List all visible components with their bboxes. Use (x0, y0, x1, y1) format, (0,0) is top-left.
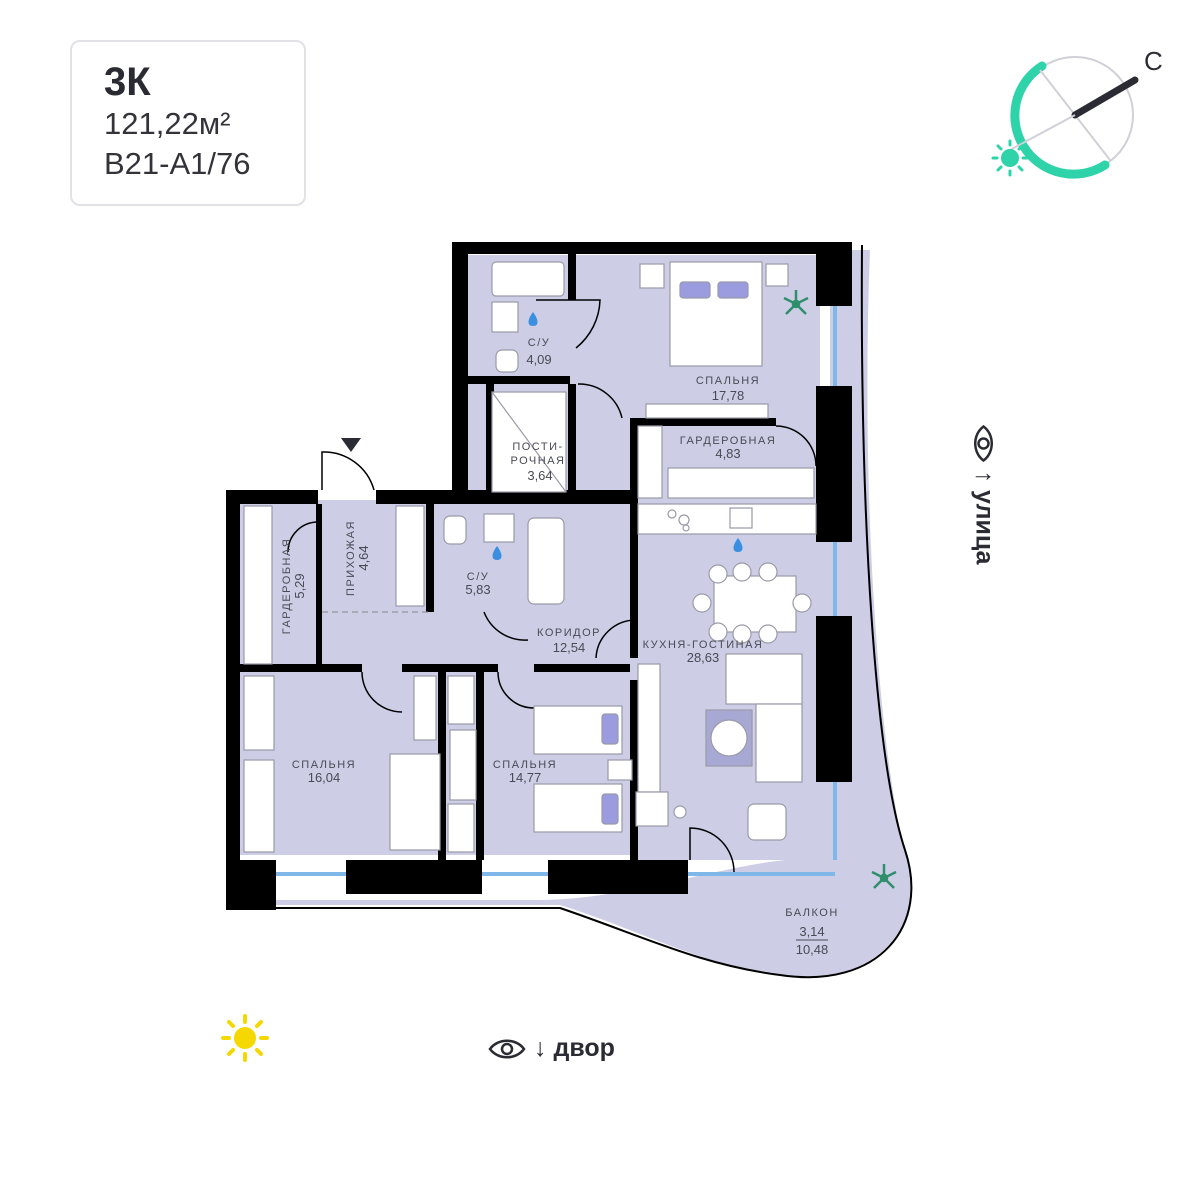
plant-icons (783, 290, 897, 889)
bath1-name: С/У (528, 337, 551, 349)
corridor-area: 12,54 (553, 640, 586, 655)
bedroom-mid-area: 14,77 (509, 770, 542, 785)
kitchen-sink-icon (729, 507, 753, 529)
hall-name: ПРИХОЖАЯ (345, 520, 357, 596)
doors (287, 299, 817, 873)
bathtub-icon (527, 517, 565, 605)
compass-sun-icon (991, 139, 1029, 177)
bedroom-left-area: 16,04 (308, 770, 341, 785)
hall-wardrobe (395, 505, 425, 607)
balcony-name: БАЛКОН (785, 907, 839, 919)
nightstand (765, 263, 789, 287)
linen-name-1: ПОСТИ- (512, 441, 563, 453)
sink-icon (491, 301, 519, 333)
double-bed-icon (669, 261, 763, 367)
kitchen-name: КУХНЯ-ГОСТИНАЯ (643, 639, 764, 651)
bedroom-mid-name: СПАЛЬНЯ (493, 759, 557, 771)
kitchen-area: 28,63 (687, 650, 720, 665)
bath2-area: 5,83 (465, 582, 490, 597)
bedroom-main-name: СПАЛЬНЯ (696, 375, 760, 387)
apartment-code: В21-А1/76 (104, 146, 251, 181)
wardrobe-shelves (243, 505, 273, 665)
balcony-area-1: 3,14 (799, 924, 824, 939)
view-street: ↑ улица (970, 385, 999, 605)
kitchen-counter (637, 503, 817, 535)
eye-icon (488, 1039, 526, 1058)
view-yard: ↓ двор (488, 1034, 615, 1063)
corridor-name: КОРИДОР (537, 627, 601, 639)
eye-icon (974, 425, 994, 463)
balcony-outline (228, 244, 913, 979)
view-street-label: ↑ улица (970, 470, 999, 565)
compass-needle-tail (1009, 114, 1076, 151)
bedroom-main-area: 17,78 (712, 388, 745, 403)
view-yard-label: ↓ двор (534, 1034, 615, 1062)
room-labels: С/У 4,09 СПАЛЬНЯ 17,78 ПОСТИ- РОЧНАЯ 3,6… (281, 337, 839, 957)
bathtub-icon (491, 261, 565, 297)
bed-sofa (389, 753, 441, 851)
balcony-area-2: 10,48 (796, 942, 829, 957)
toilet-icon (495, 349, 519, 373)
floor-plan: С/У 4,09 СПАЛЬНЯ 17,78 ПОСТИ- РОЧНАЯ 3,6… (226, 242, 913, 979)
compass-needle (1071, 76, 1139, 119)
wardrobe-main-area: 4,83 (715, 446, 740, 461)
armchair-icon (747, 803, 787, 841)
bedroom-left-name: СПАЛЬНЯ (292, 759, 356, 771)
bedroom-dresser (645, 403, 769, 419)
linen-area: 3,64 (527, 468, 552, 483)
water-drop-icons (492, 312, 743, 560)
sun-icon (221, 1014, 269, 1062)
bath1-area: 4,09 (526, 352, 551, 367)
compass-sun-arc (1010, 61, 1110, 179)
toilet-icon (443, 515, 467, 545)
wardrobe-main-name: ГАРДЕРОБНАЯ (680, 435, 777, 447)
sink-icon (483, 513, 515, 543)
wardrobe-left-name: ГАРДЕРОБНАЯ (281, 538, 293, 635)
wardrobe-left-area: 5,29 (292, 573, 307, 598)
linen-name-2: РОЧНАЯ (511, 455, 566, 467)
apartment-area: 121,22м² (104, 106, 231, 141)
entrance-arrow-icon (341, 438, 361, 452)
furniture (243, 261, 817, 853)
sofa-icon (725, 653, 803, 705)
dining-table (713, 575, 797, 633)
nightstand (639, 263, 665, 289)
apartment-info-card: 3К 121,22м² В21-А1/76 (70, 40, 306, 206)
compass-north-letter: С (1144, 46, 1163, 76)
hall-area: 4,64 (356, 545, 371, 570)
desk (449, 729, 477, 801)
wardrobe-rail (667, 467, 815, 499)
compass-icon: С (991, 46, 1163, 179)
apartment-type: 3К (104, 60, 151, 104)
walls (226, 242, 852, 910)
bath2-name: С/У (467, 571, 490, 583)
